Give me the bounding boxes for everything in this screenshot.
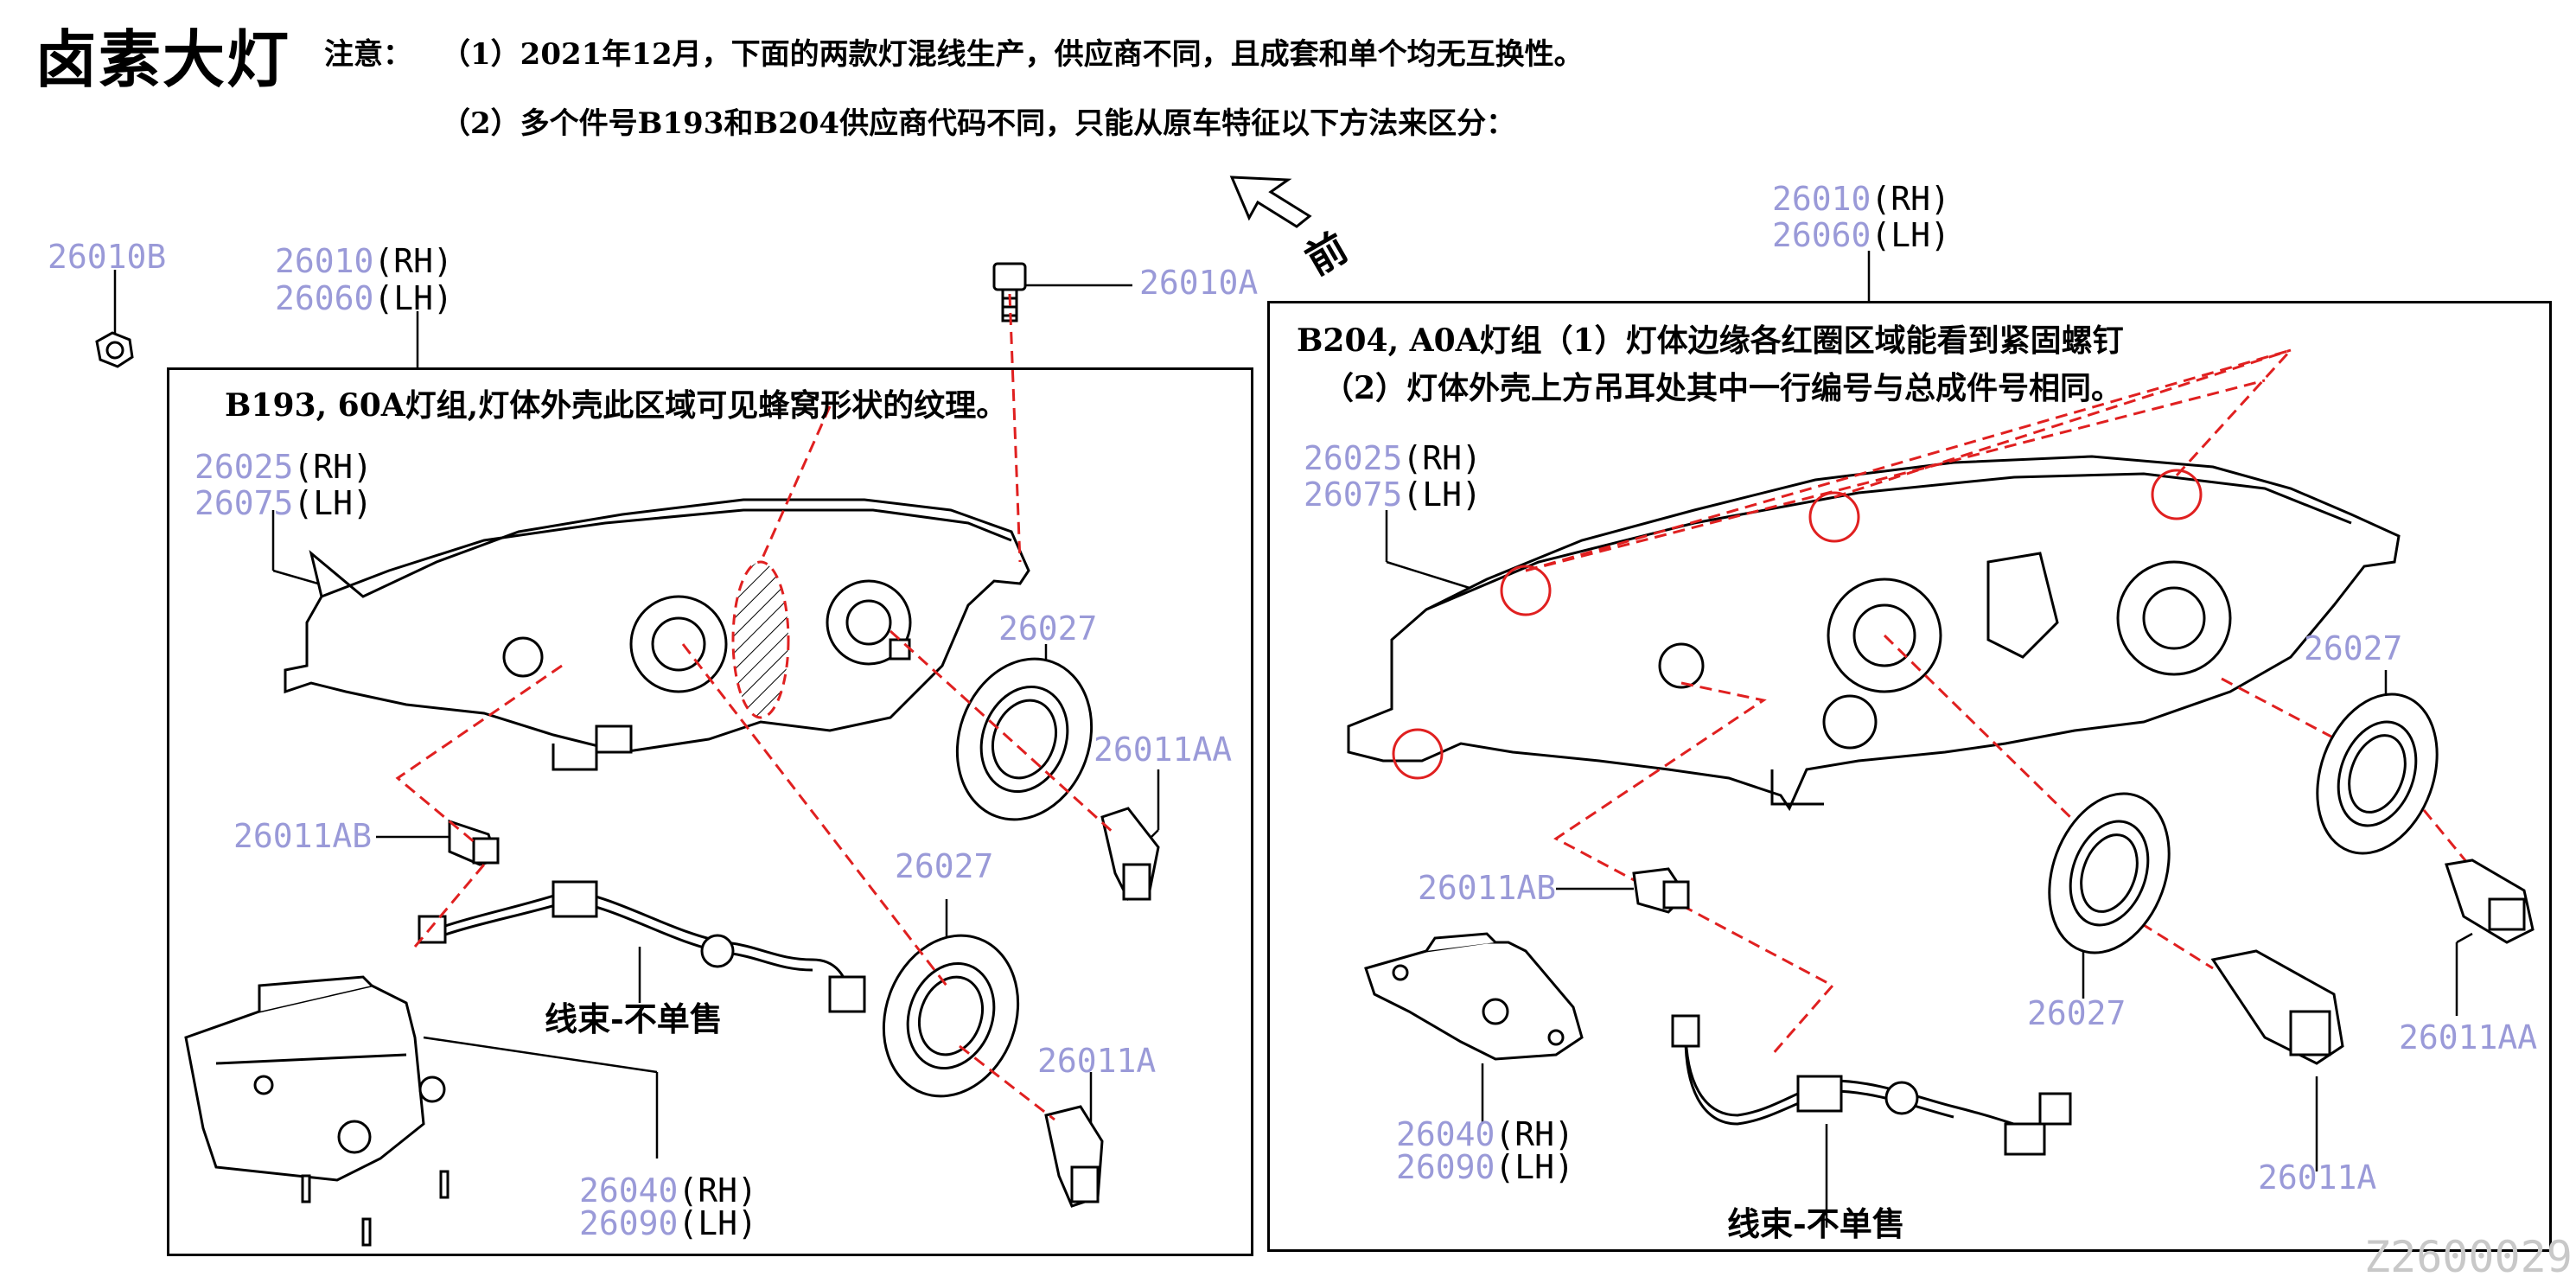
right-wiring-harness: [1671, 1014, 2072, 1156]
left-bulb-ab-icon: [448, 819, 500, 866]
right-bracket-lh: 26090(LH): [1396, 1148, 1574, 1186]
left-bracket-rh-side: (RH): [678, 1171, 757, 1210]
part-26010b: 26010B: [48, 238, 167, 276]
left-housing-rh-number: 26025: [194, 448, 294, 486]
right-harness-label: 线束-不单售: [1727, 1204, 1905, 1243]
drawing-code-watermark: Z2600029: [2364, 1232, 2573, 1282]
left-bracket-icon: [184, 975, 450, 1247]
nut-icon: [95, 331, 134, 368]
left-assy-rh-side: (RH): [373, 242, 453, 280]
right-assy-rh: 26010(RH): [1772, 180, 1950, 218]
note-line-2: （2）多个件号B193和B204供应商代码不同，只能从原车特征以下方法来区分：: [441, 106, 1516, 141]
right-bulb-aa-label: 26011AA: [2399, 1018, 2538, 1056]
right-headlamp-housing: [1347, 455, 2401, 812]
right-bracket-rh: 26040(RH): [1396, 1115, 1574, 1153]
left-assy-lh-side: (LH): [373, 279, 453, 317]
left-housing-lh-number: 26075: [194, 484, 294, 522]
note-label: 注意：: [324, 37, 412, 72]
right-bulb-a-label: 26011A: [2258, 1159, 2377, 1197]
right-cap-b-label: 26027: [2027, 994, 2126, 1032]
left-housing-rh: 26025(RH): [194, 448, 373, 486]
left-bulb-aa-icon: [1100, 807, 1160, 901]
left-assy-lh: 26060(LH): [275, 279, 453, 317]
note-line-1: （1）2021年12月，下面的两款灯混线生产，供应商不同，且成套和单个均无互换性…: [441, 37, 1584, 72]
right-red-leaders: [1525, 348, 2474, 1056]
left-bulb-cap-a: [955, 657, 1094, 821]
right-housing-lh: 26075(LH): [1304, 476, 1482, 514]
left-bracket-lh-side: (LH): [678, 1204, 757, 1242]
right-bulb-a-icon: [2210, 949, 2344, 1065]
left-bracket-lh: 26090(LH): [579, 1204, 757, 1242]
right-bracket-rh-side: (RH): [1495, 1115, 1574, 1153]
left-bulb-aa-label: 26011AA: [1094, 731, 1233, 769]
left-wiring-harness: [418, 880, 866, 1013]
left-cap-a-label: 26027: [998, 610, 1098, 648]
left-bulb-a-label: 26011A: [1037, 1042, 1157, 1080]
left-cap-b-label: 26027: [895, 847, 994, 885]
left-assy-rh-number: 26010: [275, 242, 374, 280]
left-headlamp-housing: [284, 498, 1030, 771]
left-housing-lh: 26075(LH): [194, 484, 373, 522]
right-housing-rh-side: (RH): [1402, 439, 1482, 477]
left-bracket-lh-number: 26090: [579, 1204, 679, 1242]
right-housing-lh-number: 26075: [1304, 476, 1403, 514]
page-title: 卤素大灯: [35, 22, 291, 96]
right-bulb-cap-a: [2316, 693, 2439, 855]
right-panel-frame: [1267, 301, 2552, 1252]
right-assy-rh-number: 26010: [1772, 180, 1871, 218]
right-bulb-ab-label: 26011AB: [1418, 869, 1557, 907]
screw-markers: [1392, 469, 2203, 780]
right-assy-lh-number: 26060: [1772, 216, 1871, 254]
right-assy-lh-side: (LH): [1871, 216, 1950, 254]
right-bulb-aa-icon: [2445, 859, 2535, 944]
bolt-icon: [992, 262, 1027, 322]
left-housing-rh-side: (RH): [293, 448, 373, 486]
right-panel-caption-1: B204, A0A灯组（1）灯体边缘各红圈区域能看到紧固螺钉: [1297, 322, 2124, 359]
right-bulb-ab-icon: [1632, 867, 1690, 914]
right-bracket-lh-side: (LH): [1495, 1148, 1574, 1186]
left-panel-caption: B193, 60A灯组,灯体外壳此区域可见蜂窝形状的纹理。: [225, 387, 1008, 424]
right-bracket-icon: [1364, 932, 1584, 1061]
left-panel-frame: [167, 367, 1253, 1256]
right-cap-a-label: 26027: [2304, 629, 2403, 667]
left-assy-rh: 26010(RH): [275, 242, 453, 280]
front-arrow-icon: [1229, 176, 1312, 228]
left-bracket-rh: 26040(RH): [579, 1171, 757, 1210]
right-housing-rh: 26025(RH): [1304, 439, 1482, 477]
left-red-leaders: [395, 293, 1117, 1121]
left-bulb-ab-label: 26011AB: [233, 817, 373, 855]
right-assy-rh-side: (RH): [1871, 180, 1950, 218]
left-bracket-rh-number: 26040: [579, 1171, 679, 1210]
right-assy-lh: 26060(LH): [1772, 216, 1950, 254]
honeycomb-region-icon: [731, 560, 790, 719]
right-bracket-rh-number: 26040: [1396, 1115, 1495, 1153]
right-panel-caption-2: （2）灯体外壳上方吊耳处其中一行编号与总成件号相同。: [1323, 370, 2123, 406]
left-bulb-cap-b: [882, 934, 1020, 1098]
right-bracket-lh-number: 26090: [1396, 1148, 1495, 1186]
right-housing-rh-number: 26025: [1304, 439, 1403, 477]
left-harness-label: 线束-不单售: [545, 999, 723, 1038]
part-26010a: 26010A: [1139, 264, 1259, 302]
right-housing-lh-side: (LH): [1402, 476, 1482, 514]
left-bulb-a-icon: [1044, 1105, 1104, 1208]
right-bulb-cap-b: [2048, 792, 2171, 954]
left-housing-lh-side: (LH): [293, 484, 373, 522]
left-assy-lh-number: 26060: [275, 279, 374, 317]
